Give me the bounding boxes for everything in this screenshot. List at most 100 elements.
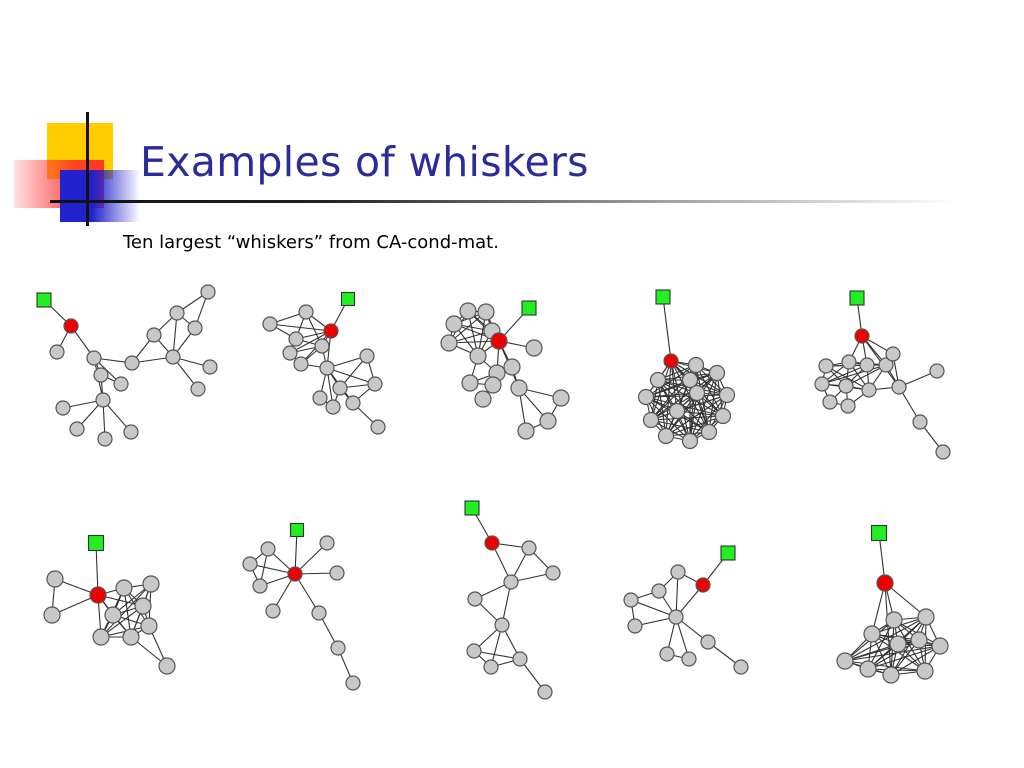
whisker-node — [814, 376, 830, 392]
whisker-node — [466, 643, 482, 659]
whisker-node — [537, 684, 553, 700]
graph-edge — [289, 330, 332, 354]
whisker-node — [841, 354, 857, 370]
graph-edge — [100, 605, 144, 638]
whisker-node — [718, 386, 736, 404]
whisker-node — [657, 427, 675, 445]
graph-edge — [645, 364, 697, 398]
whisker-node — [688, 384, 706, 402]
whisker-node — [733, 659, 749, 675]
whisker-node — [627, 618, 643, 634]
whisker-node — [345, 395, 361, 411]
whisker-node — [859, 660, 877, 678]
graph-edge — [650, 419, 710, 433]
attachment-node — [854, 328, 870, 344]
whisker-node — [681, 651, 697, 667]
whisker-node — [332, 380, 348, 396]
whisker-node — [169, 305, 185, 321]
whisker-node — [200, 284, 216, 300]
graph-edge — [650, 415, 724, 421]
graph-edge — [662, 296, 672, 362]
whisker-node — [260, 541, 276, 557]
graph-edge — [95, 542, 99, 596]
whisker-node — [891, 379, 907, 395]
whisker-node — [122, 628, 140, 646]
whisker-node — [319, 360, 335, 376]
whisker-node — [681, 432, 699, 450]
title-underline — [50, 200, 960, 203]
graph-edge — [871, 582, 886, 635]
whisker-node — [494, 617, 510, 633]
graph-edge — [821, 364, 887, 385]
anchor-node — [36, 292, 52, 308]
whisker-node — [165, 349, 181, 365]
whisker-node — [158, 657, 176, 675]
whisker-graph-7 — [242, 522, 361, 691]
attachment-node — [663, 353, 679, 369]
whisker-node — [483, 659, 499, 675]
whisker-graph-8 — [464, 500, 561, 700]
whisker-node — [714, 407, 732, 425]
whisker-node — [525, 339, 543, 357]
whisker-node — [49, 344, 65, 360]
whisker-node — [545, 565, 561, 581]
whisker-node — [539, 412, 557, 430]
decor-vertical-line — [86, 112, 89, 226]
whisker-node — [929, 363, 945, 379]
graph-edge — [708, 372, 718, 433]
whisker-graph-5 — [814, 290, 951, 460]
whisker-node — [46, 570, 64, 588]
whisker-node — [282, 345, 298, 361]
whisker-node — [910, 631, 928, 649]
whisker-node — [312, 390, 328, 406]
whisker-node — [477, 303, 495, 321]
whisker-node — [885, 611, 903, 629]
whisker-node — [818, 358, 834, 374]
graph-edge — [294, 573, 320, 614]
whisker-node — [916, 662, 934, 680]
whisker-graph-6 — [43, 534, 176, 675]
whisker-node — [298, 304, 314, 320]
graph-edge — [630, 599, 677, 618]
graph-edge — [473, 650, 521, 660]
whisker-node — [651, 583, 667, 599]
whisker-node — [440, 334, 458, 352]
graph-edge — [650, 379, 691, 421]
attachment-node — [323, 323, 339, 339]
whisker-node — [503, 358, 521, 376]
whisker-node — [623, 592, 639, 608]
whisker-node — [670, 564, 686, 580]
whisker-node — [242, 556, 258, 572]
attachment-node — [695, 577, 711, 593]
whisker-node — [885, 346, 901, 362]
whisker-node — [95, 392, 111, 408]
anchor-node — [521, 300, 537, 316]
attachment-node — [490, 332, 508, 350]
whisker-graph-9 — [623, 545, 749, 675]
anchor-node — [870, 524, 888, 542]
whisker-node — [314, 338, 330, 354]
whisker-node — [370, 419, 386, 435]
whisker-node — [265, 603, 281, 619]
whisker-node — [668, 402, 686, 420]
whisker-node — [882, 666, 900, 684]
graph-edge — [645, 392, 698, 398]
whisker-node — [467, 591, 483, 607]
whisker-node — [86, 350, 102, 366]
graph-edge — [100, 583, 152, 638]
graph-edge — [844, 660, 926, 672]
whisker-node — [474, 390, 492, 408]
graph-edge — [650, 360, 672, 421]
whisker-node — [459, 302, 477, 320]
attachment-node — [63, 318, 79, 334]
whisker-node — [142, 575, 160, 593]
whisker-node — [521, 540, 537, 556]
whisker-node — [889, 635, 907, 653]
graph-edge — [645, 396, 724, 417]
whisker-node — [202, 359, 218, 375]
anchor-node — [289, 522, 305, 538]
whisker-node — [878, 357, 894, 373]
graph-edge — [844, 639, 920, 662]
whisker-node — [92, 628, 110, 646]
